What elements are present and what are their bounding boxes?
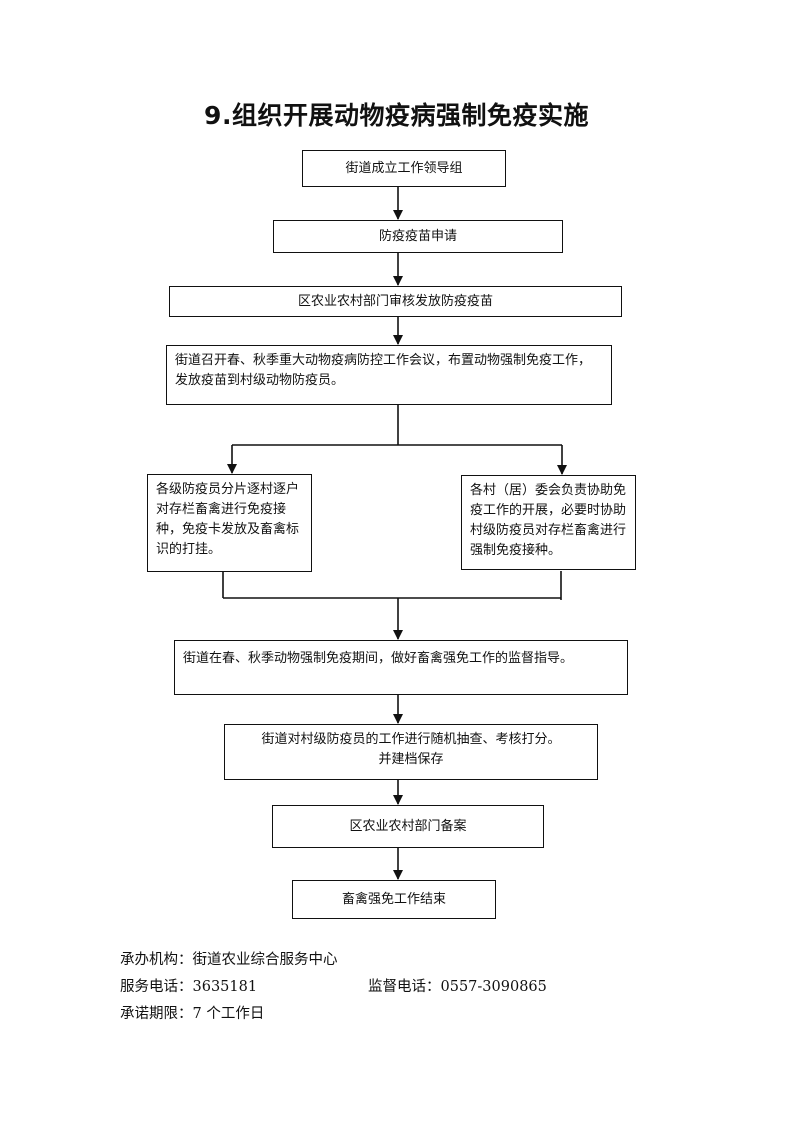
footer-org-label: 承办机构： <box>120 952 193 968</box>
step-spot-check: 街道对村级防疫员的工作进行随机抽查、考核打分。 并建档保存 <box>224 724 598 780</box>
step-end: 畜禽强免工作结束 <box>292 880 496 919</box>
footer-org-value: 街道农业综合服务中心 <box>192 952 338 968</box>
footer-supervise-label: 监督电话： <box>368 979 441 995</box>
page-title: 9.组织开展动物疫病强制免疫实施 <box>204 101 589 130</box>
step-spot-check-line2: 并建档保存 <box>378 752 444 767</box>
footer-phone: 服务电话：3635181 <box>120 975 257 996</box>
step-left-branch: 各级防疫员分片逐村逐户对存栏畜禽进行免疫接种，免疫卡发放及畜禽标识的打挂。 <box>147 474 312 572</box>
footer-phone-value: 3635181 <box>192 979 258 995</box>
footer-org: 承办机构：街道农业综合服务中心 <box>120 948 338 969</box>
footer-phone-label: 服务电话： <box>120 979 193 995</box>
step-leadership-group: 街道成立工作领导组 <box>302 150 506 187</box>
step-right-branch: 各村（居）委会负责协助免疫工作的开展，必要时协助村级防疫员对存栏畜禽进行强制免疫… <box>461 475 636 570</box>
footer-deadline-value: 7 个工作日 <box>192 1006 265 1022</box>
footer-supervise: 监督电话：0557-3090865 <box>368 975 547 996</box>
footer-deadline: 承诺期限：7 个工作日 <box>120 1002 264 1023</box>
step-vaccine-application: 防疫疫苗申请 <box>273 220 563 253</box>
step-supervision: 街道在春、秋季动物强制免疫期间，做好畜禽强免工作的监督指导。 <box>174 640 628 695</box>
step-spot-check-line1: 街道对村级防疫员的工作进行随机抽查、考核打分。 <box>261 732 561 747</box>
step-work-meeting: 街道召开春、秋季重大动物疫病防控工作会议，布置动物强制免疫工作，发放疫苗到村级动… <box>166 345 612 405</box>
step-district-review: 区农业农村部门审核发放防疫疫苗 <box>169 286 622 317</box>
footer-supervise-value: 0557-3090865 <box>440 979 547 995</box>
footer-deadline-label: 承诺期限： <box>120 1006 193 1022</box>
step-district-filing: 区农业农村部门备案 <box>272 805 544 848</box>
